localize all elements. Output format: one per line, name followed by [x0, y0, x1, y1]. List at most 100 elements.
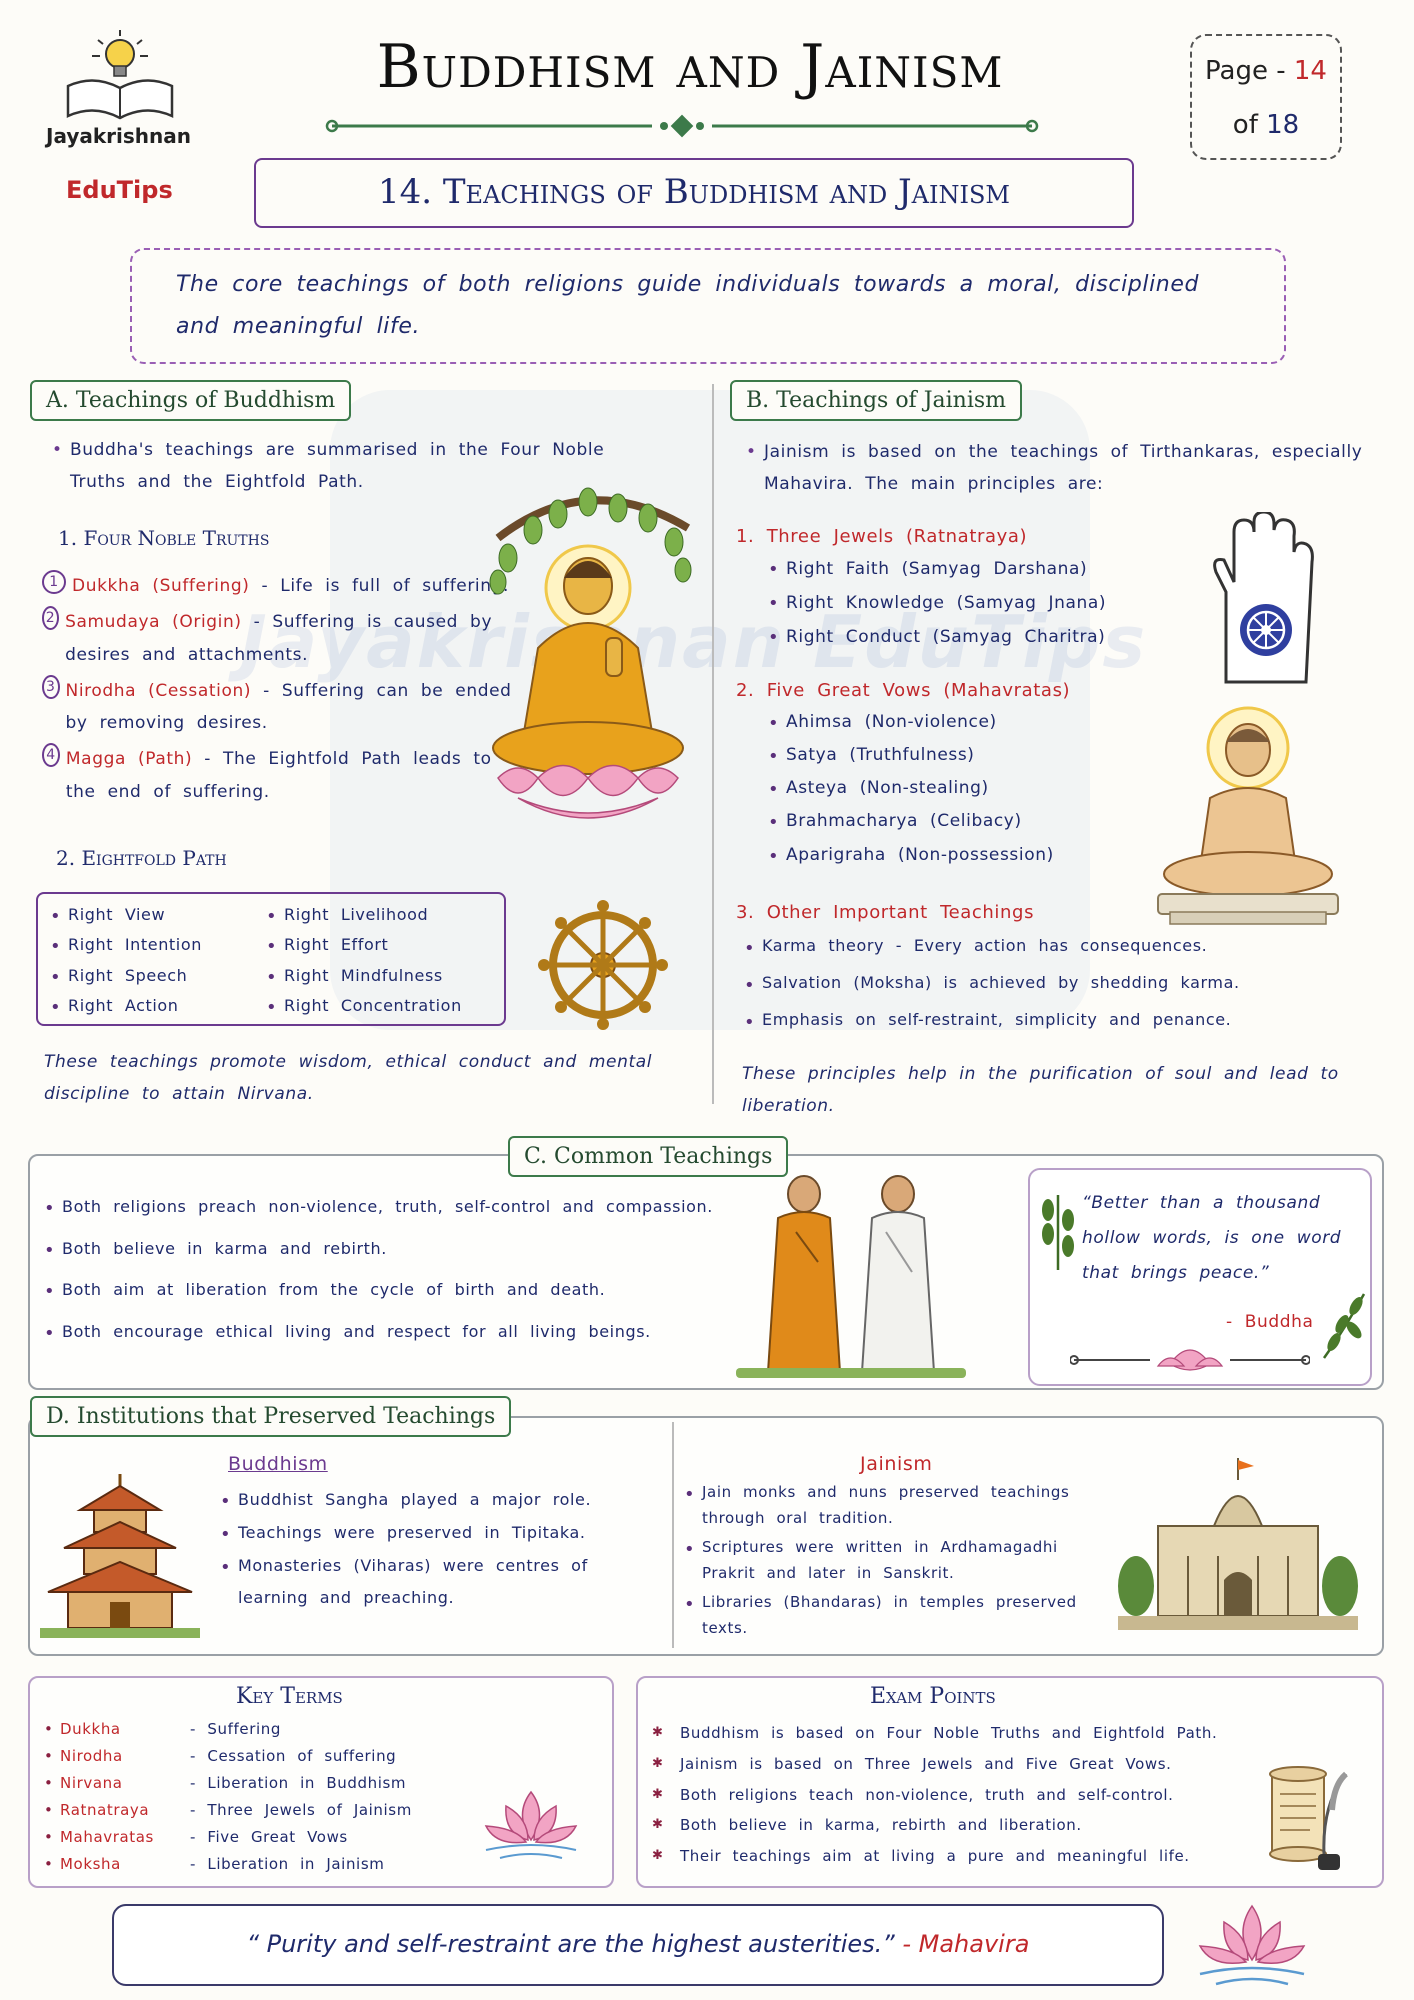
path-item: Right Mindfulness: [262, 961, 496, 996]
exam-point: Both believe in karma, rebirth and liber…: [652, 1810, 1252, 1841]
lotus-icon: [484, 1790, 578, 1859]
path-item: Right Concentration: [262, 991, 496, 1026]
path-item: Right Effort: [262, 930, 496, 965]
number-circle-2: 2: [42, 606, 60, 631]
institution-item: Teachings were preserved in Tipitaka.: [216, 1517, 636, 1554]
vows-title: 2. Five Great Vows (Mahavratas): [736, 680, 1071, 701]
brand-name: Jayakrishnan: [46, 124, 191, 148]
mahavira-illustration: [1157, 706, 1339, 925]
buddha-illustration: [489, 487, 692, 819]
lotus-divider-icon: [1070, 1349, 1310, 1371]
institution-item: Scriptures were written in Ardhamagadhi …: [680, 1535, 1100, 1586]
key-term-row: Mahavratas- Five Great Vows: [40, 1824, 460, 1851]
exam-points-list: Buddhism is based on Four Noble Truths a…: [652, 1718, 1252, 1872]
key-terms-bullets: ••••••: [44, 1720, 53, 1873]
exam-point: Both religions teach non-violence, truth…: [652, 1780, 1252, 1811]
intro-box: The core teachings of both religions gui…: [130, 248, 1286, 364]
vows-list: Ahimsa (Non-violence) Satya (Truthfulnes…: [764, 706, 1104, 874]
footer-author: - Mahavira: [902, 1930, 1030, 1958]
key-terms-title: Key Terms: [236, 1684, 343, 1709]
truth-desc: - Suffering is caused by desires and att…: [65, 612, 493, 665]
page-title: Buddhism and Jainism: [376, 32, 1004, 102]
exam-point: Buddhism is based on Four Noble Truths a…: [652, 1718, 1252, 1749]
vow-item: Asteya (Non-stealing): [764, 772, 1104, 807]
d-buddhism-title: Buddhism: [228, 1453, 328, 1475]
key-term-def: - Suffering: [190, 1720, 281, 1738]
number-circle-4: 4: [42, 743, 60, 768]
vow-item: Brahmacharya (Celibacy): [764, 805, 1104, 840]
path-item: Right Action: [46, 991, 262, 1026]
section-a-closing: These teachings promote wisdom, ethical …: [44, 1052, 653, 1105]
key-term-row: Nirodha - Cessation of suffering: [40, 1743, 460, 1770]
key-term-row: Nirvana- Liberation in Buddhism: [40, 1770, 460, 1797]
key-term: Nirvana: [60, 1774, 123, 1792]
exam-points-title: Exam Points: [870, 1684, 996, 1709]
exam-point: Jainism is based on Three Jewels and Fiv…: [652, 1749, 1252, 1780]
other-item: Salvation (Moksha) is achieved by sheddi…: [740, 965, 1360, 1006]
key-terms-box: [28, 1676, 614, 1888]
section-a-intro: Buddha's teachings are summarised in the…: [52, 434, 630, 499]
book-bulb-icon: [66, 30, 174, 120]
jain-hand-icon: [1213, 512, 1314, 684]
institution-item: Monasteries (Viharas) were centres of le…: [216, 1550, 636, 1616]
jewel-item: Right Knowledge (Samyag Jnana): [764, 586, 1144, 622]
jewels-title: 1. Three Jewels (Ratnatraya): [736, 526, 1028, 547]
key-term: Ratnatraya: [60, 1801, 150, 1819]
truth-term: Samudaya (Origin): [65, 612, 242, 633]
common-item: Both encourage ethical living and respec…: [40, 1311, 740, 1357]
d-jainism-list: Jain monks and nuns preserved teachings …: [680, 1480, 1100, 1641]
institution-item: Jain monks and nuns preserved teachings …: [680, 1480, 1100, 1531]
exam-point: Their teachings aim at living a pure and…: [652, 1841, 1252, 1872]
pagoda-illustration: [40, 1474, 200, 1638]
jewel-item: Right Conduct (Samyag Charitra): [764, 620, 1144, 656]
number-circle-1: 1: [42, 570, 66, 594]
page-current: 14: [1293, 56, 1327, 86]
dharma-wheel-icon: [538, 900, 668, 1030]
page-label: Page -: [1205, 56, 1286, 86]
key-term-row: Dukkha- Suffering: [40, 1716, 460, 1743]
key-term: Moksha: [60, 1855, 121, 1873]
section-d-divider: [672, 1422, 674, 1648]
section-a-title: A. Teachings of Buddhism: [30, 380, 352, 421]
key-term-row: Ratnatraya - Three Jewels of Jainism: [40, 1797, 460, 1824]
title-divider-ornament: [325, 114, 1039, 138]
eightfold-path-title: 2. Eightfold Path: [56, 846, 227, 870]
intro-text: The core teachings of both religions gui…: [176, 272, 1200, 339]
number-circle-3: 3: [42, 674, 60, 699]
section-d-title: D. Institutions that Preserved Teachings: [30, 1396, 512, 1437]
jewel-item: Right Faith (Samyag Darshana): [764, 552, 1144, 588]
topic-title-box: 14. Teachings of Buddhism and Jainism: [254, 158, 1134, 228]
section-b-closing: These principles help in the purificatio…: [742, 1064, 1339, 1117]
key-term: Nirodha: [60, 1747, 123, 1765]
section-a-intro-text: Buddha's teachings are summarised in the…: [52, 434, 630, 499]
other-teachings-list: Karma theory - Every action has conseque…: [740, 928, 1360, 1043]
section-b-title: B. Teachings of Jainism: [730, 380, 1023, 421]
jain-temple-illustration: [1118, 1458, 1358, 1630]
key-term-def: - Cessation of suffering: [190, 1747, 397, 1765]
key-term: Mahavratas: [60, 1828, 154, 1846]
buddha-quote-author: - Buddha: [1226, 1312, 1314, 1332]
page-of: of: [1232, 110, 1258, 140]
eightfold-path-box: Right View Right Intention Right Speech …: [36, 892, 506, 1026]
common-teachings-list: Both religions preach non-violence, trut…: [40, 1186, 740, 1357]
truth-term: Dukkha (Suffering): [72, 576, 250, 596]
truth-desc: - Suffering can be ended by removing des…: [65, 680, 512, 734]
institution-item: Libraries (Bhandaras) in temples preserv…: [680, 1590, 1100, 1641]
brand-logo: Jayakrishnan: [46, 28, 196, 148]
section-c-title: C. Common Teachings: [508, 1136, 789, 1177]
key-term-def: - Three Jewels of Jainism: [190, 1801, 412, 1819]
four-truths-title: 1. Four Noble Truths: [58, 526, 270, 550]
page-total: 18: [1266, 110, 1300, 140]
vow-item: Ahimsa (Non-violence): [764, 706, 1104, 741]
column-divider: [712, 384, 714, 1104]
leaf-sprig-icon: [1322, 1293, 1366, 1359]
institution-item: Buddhist Sangha played a major role.: [216, 1484, 636, 1521]
leaf-branch-icon: [1042, 1195, 1074, 1270]
key-terms-list: Dukkha- Suffering Nirodha - Cessation of …: [40, 1716, 460, 1878]
d-jainism-title: Jainism: [860, 1453, 933, 1475]
section-b-intro-text: Jainism is based on the teachings of Tir…: [746, 436, 1364, 501]
path-item: Right Speech: [46, 961, 262, 996]
